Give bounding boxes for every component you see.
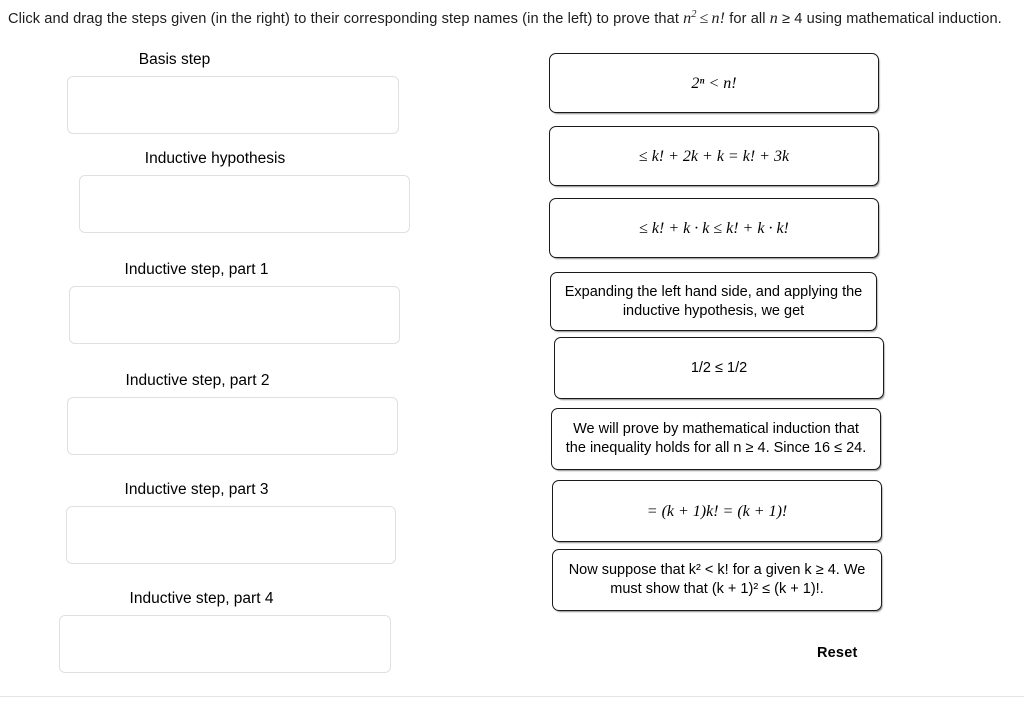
step-card-1-text: 2ⁿ < n! bbox=[691, 74, 737, 92]
step-card-7[interactable]: = (k + 1)k! = (k + 1)! bbox=[552, 480, 882, 542]
slot-label-inductive-step-4: Inductive step, part 4 bbox=[129, 590, 274, 607]
math-less-or-equal: ≤ bbox=[699, 9, 709, 27]
dropzone-inductive-step-4[interactable] bbox=[59, 615, 391, 673]
math-n-factorial: n! bbox=[711, 9, 726, 27]
step-card-8-text: Now suppose that k² < k! for a given k ≥… bbox=[568, 562, 866, 597]
dropzone-inductive-step-1[interactable] bbox=[69, 286, 400, 344]
math-variable-n-second: n bbox=[769, 9, 778, 27]
math-variable-n: n bbox=[683, 9, 692, 27]
dropzone-basis-step[interactable] bbox=[67, 76, 399, 134]
step-names-column: Basis step Inductive hypothesis Inductiv… bbox=[0, 44, 500, 684]
instruction-part-2: for all bbox=[725, 10, 770, 27]
math-exponent-2: 2 bbox=[691, 9, 697, 20]
step-card-4-text: Expanding the left hand side, and applyi… bbox=[564, 283, 863, 319]
step-card-8[interactable]: Now suppose that k² < k! for a given k ≥… bbox=[552, 549, 882, 611]
slot-label-inductive-step-1: Inductive step, part 1 bbox=[124, 261, 269, 278]
instruction-part-3: ≥ 4 using mathematical induction. bbox=[777, 10, 1002, 27]
dropzone-inductive-step-2[interactable] bbox=[67, 397, 398, 455]
step-card-3[interactable]: ≤ k! + k · k ≤ k! + k · k! bbox=[549, 198, 879, 258]
slot-label-inductive-step-3: Inductive step, part 3 bbox=[124, 481, 269, 498]
dropzone-inductive-hypothesis[interactable] bbox=[79, 175, 410, 233]
reset-button[interactable]: Reset bbox=[817, 645, 858, 661]
step-card-6-text: We will prove by mathematical induction … bbox=[565, 421, 867, 456]
bottom-divider bbox=[0, 696, 1024, 697]
dropzone-inductive-step-3[interactable] bbox=[66, 506, 396, 564]
step-card-6[interactable]: We will prove by mathematical induction … bbox=[551, 408, 881, 470]
step-card-7-text: = (k + 1)k! = (k + 1)! bbox=[646, 502, 788, 520]
slot-label-inductive-hypothesis: Inductive hypothesis bbox=[144, 150, 286, 167]
instruction-part-1: Click and drag the steps given (in the r… bbox=[8, 10, 684, 27]
step-card-3-text: ≤ k! + k · k ≤ k! + k · k! bbox=[639, 219, 789, 237]
step-card-2[interactable]: ≤ k! + 2k + k = k! + 3k bbox=[549, 126, 879, 186]
step-card-2-text: ≤ k! + 2k + k = k! + 3k bbox=[638, 147, 790, 165]
slot-label-basis-step: Basis step bbox=[138, 51, 211, 68]
step-card-4[interactable]: Expanding the left hand side, and applyi… bbox=[550, 272, 877, 331]
instruction-text: Click and drag the steps given (in the r… bbox=[8, 4, 1016, 30]
step-card-5[interactable]: 1/2 ≤ 1/2 bbox=[554, 337, 884, 399]
step-card-5-text: 1/2 ≤ 1/2 bbox=[690, 359, 748, 376]
step-card-1[interactable]: 2ⁿ < n! bbox=[549, 53, 879, 113]
slot-label-inductive-step-2: Inductive step, part 2 bbox=[125, 372, 270, 389]
